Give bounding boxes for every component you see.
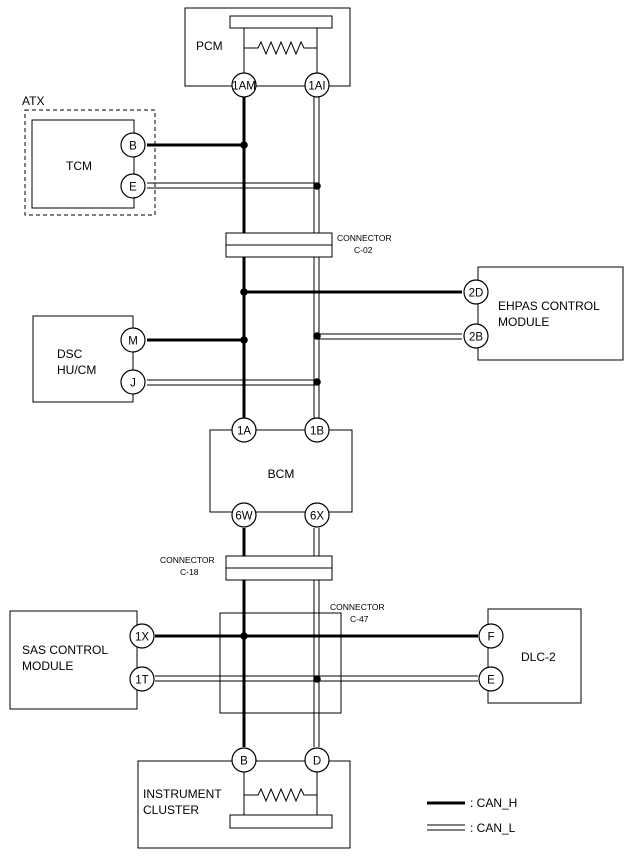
sas-label-line2: MODULE xyxy=(22,659,73,673)
atx-dashed-box xyxy=(24,109,156,216)
dsc-box xyxy=(32,315,134,403)
c47-label-line1: CONNECTOR xyxy=(330,602,385,612)
svg-text:1B: 1B xyxy=(310,426,324,438)
bcm-label: BCM xyxy=(268,467,295,481)
legend-can-l-label: : CAN_L xyxy=(470,821,516,835)
legend: : CAN_H : CAN_L xyxy=(427,796,517,835)
dsc-label-line2: HU/CM xyxy=(57,363,96,377)
dlc-label: DLC-2 xyxy=(521,650,556,664)
pin-bcm-6w: 6W xyxy=(231,502,257,528)
svg-text:1AM: 1AM xyxy=(232,81,256,93)
connector-c47-box xyxy=(219,612,342,714)
svg-text:F: F xyxy=(487,632,494,644)
svg-text:1AI: 1AI xyxy=(308,81,325,93)
sas-box xyxy=(9,610,138,710)
svg-text:6X: 6X xyxy=(310,511,324,523)
c18-label-line2: C-18 xyxy=(180,567,199,577)
c47-label-line2: C-47 xyxy=(350,614,369,624)
pin-dlc-e: E xyxy=(478,666,504,692)
pin-tcm-e: E xyxy=(120,173,146,199)
pcm-termination-bar xyxy=(229,15,333,29)
legend-can-h-label: : CAN_H xyxy=(470,796,517,810)
pin-dsc-j: J xyxy=(120,369,146,395)
atx-label: ATX xyxy=(22,94,44,108)
pin-ehpas-2b: 2B xyxy=(463,323,489,349)
junction-dots xyxy=(240,141,321,683)
c18-label-line1: CONNECTOR xyxy=(160,555,215,565)
svg-text:E: E xyxy=(129,182,137,194)
svg-text:1X: 1X xyxy=(135,632,149,644)
svg-text:6W: 6W xyxy=(235,511,252,523)
ic-resistor xyxy=(243,772,318,815)
pin-bcm-6x: 6X xyxy=(304,502,330,528)
tcm-label: TCM xyxy=(66,159,92,173)
pin-dsc-m: M xyxy=(120,327,146,353)
pin-ehpas-2d: 2D xyxy=(463,279,489,305)
dlc-box xyxy=(487,608,582,704)
pin-ic-d: D xyxy=(304,747,330,773)
ehpas-box xyxy=(477,266,624,361)
svg-text:2B: 2B xyxy=(469,332,483,344)
c02-label-line2: C-02 xyxy=(354,245,373,255)
pcm-label: PCM xyxy=(196,39,223,53)
pcm-resistor xyxy=(243,28,318,74)
ehpas-label-line1: EHPAS CONTROL xyxy=(498,299,600,313)
sas-label-line1: SAS CONTROL xyxy=(22,643,108,657)
svg-text:2D: 2D xyxy=(469,288,484,300)
ehpas-label-line2: MODULE xyxy=(498,315,549,329)
ic-label-line2: CLUSTER xyxy=(143,803,199,817)
ic-label-line1: INSTRUMENT xyxy=(143,787,222,801)
pin-sas-1x: 1X xyxy=(129,623,155,649)
svg-text:M: M xyxy=(128,336,138,348)
c02-label-line1: CONNECTOR xyxy=(337,233,392,243)
tcm-box xyxy=(31,119,135,209)
pin-pcm-1ai: 1AI xyxy=(304,72,330,98)
pin-pcm-1am: 1AM xyxy=(231,72,257,98)
ic-termination-bar xyxy=(229,814,333,829)
pin-bcm-1a: 1A xyxy=(231,417,257,443)
pin-ic-b: B xyxy=(231,747,257,773)
svg-text:1A: 1A xyxy=(237,426,251,438)
dsc-label-line1: DSC xyxy=(57,347,83,361)
pin-dlc-f: F xyxy=(478,623,504,649)
svg-text:1T: 1T xyxy=(135,675,148,687)
svg-text:E: E xyxy=(487,675,495,687)
svg-text:B: B xyxy=(240,756,248,768)
pin-tcm-b: B xyxy=(120,132,146,158)
pin-sas-1t: 1T xyxy=(129,666,155,692)
svg-text:J: J xyxy=(130,378,136,390)
svg-text:B: B xyxy=(129,141,137,153)
pin-bcm-1b: 1B xyxy=(304,417,330,443)
bcm-box xyxy=(209,429,353,513)
svg-text:D: D xyxy=(313,756,321,768)
